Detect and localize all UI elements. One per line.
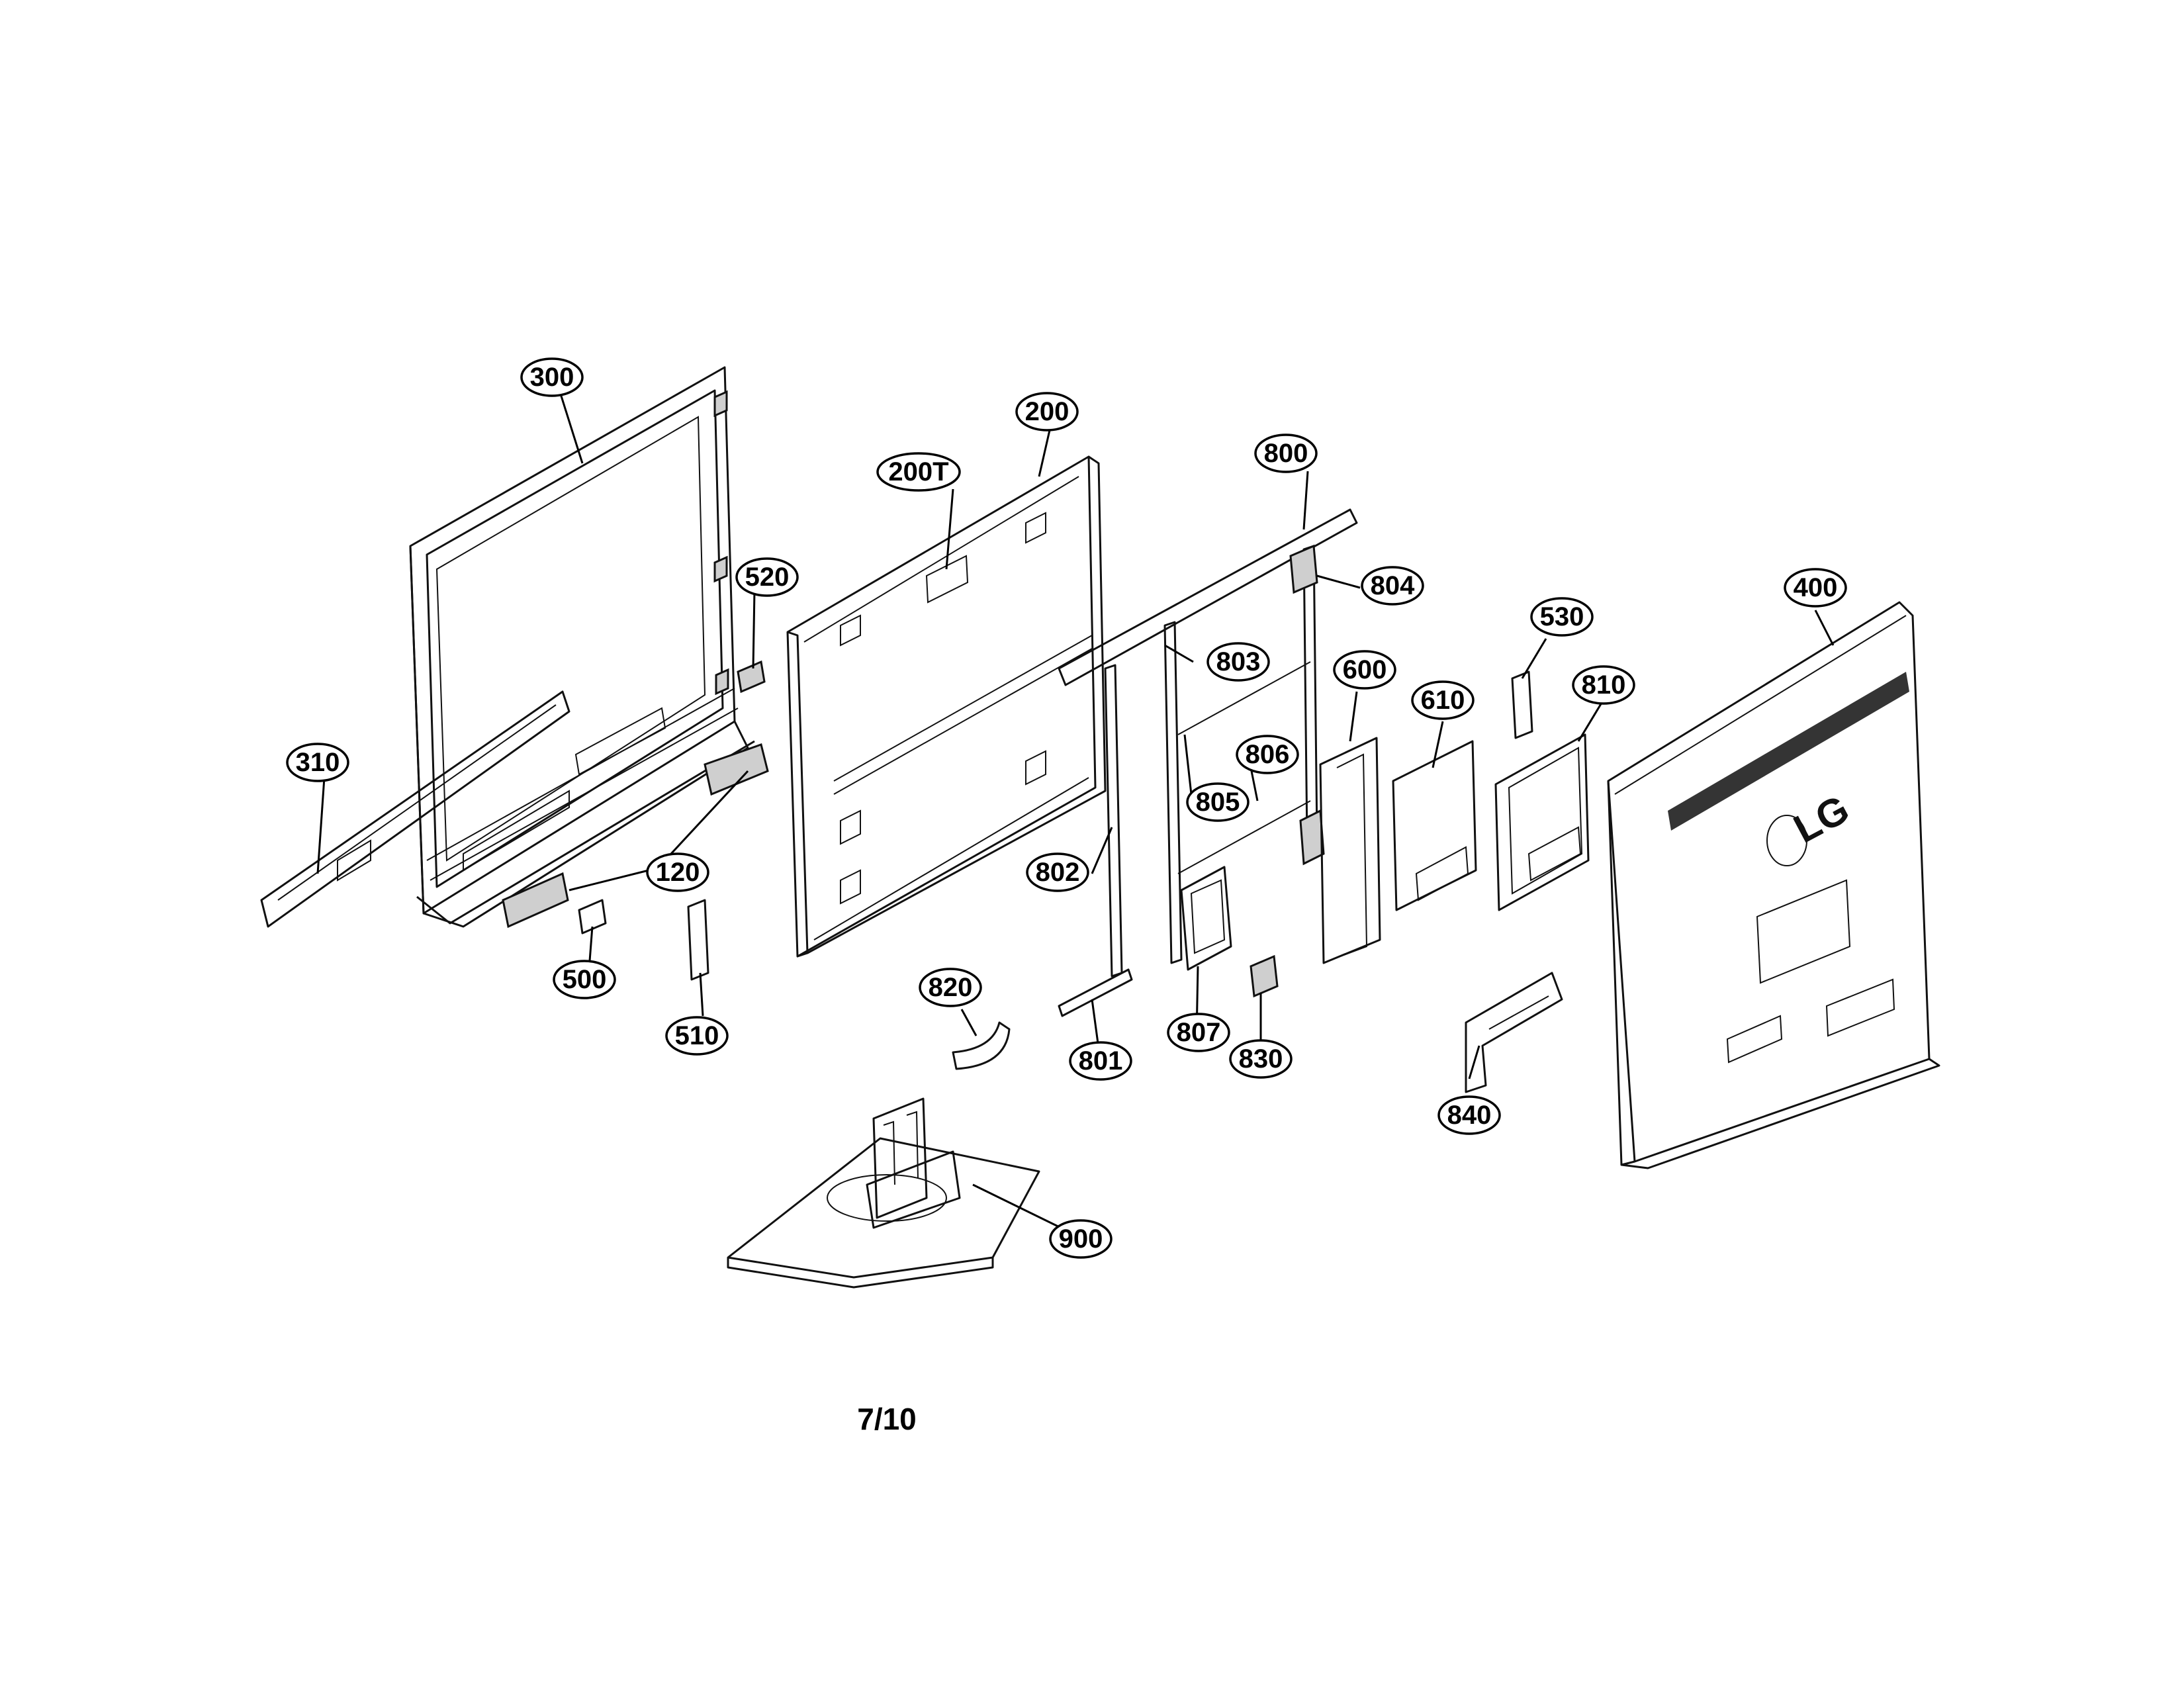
callout-200: 200 <box>1015 392 1079 432</box>
page-number: 7/10 <box>857 1402 917 1436</box>
callout-520: 520 <box>735 557 799 597</box>
lcd-panel-200 <box>786 455 1107 958</box>
callout-label: 120 <box>656 858 700 887</box>
callout-803: 803 <box>1206 642 1270 682</box>
callout-label: 810 <box>1582 670 1626 700</box>
callout-500: 500 <box>553 960 616 999</box>
callout-400: 400 <box>1784 568 1847 608</box>
callout-801: 801 <box>1069 1041 1132 1081</box>
brand-logo: LG <box>1787 786 1856 851</box>
callout-610: 610 <box>1411 680 1475 720</box>
parts-530-810 <box>1494 670 1590 911</box>
callout-label: 530 <box>1540 602 1584 631</box>
leader-lines <box>316 391 1835 1232</box>
callout-label: 803 <box>1216 647 1261 676</box>
callout-label: 200T <box>888 457 948 486</box>
callout-label: 805 <box>1196 788 1240 817</box>
frame-800 <box>1058 508 1358 1017</box>
stand-900 <box>727 1097 1040 1289</box>
small-parts <box>578 660 766 981</box>
callout-label: 300 <box>530 363 574 392</box>
callout-label: 200 <box>1025 397 1069 426</box>
callout-807: 807 <box>1167 1013 1230 1052</box>
callout-label: 800 <box>1264 439 1308 468</box>
callout-label: 510 <box>675 1021 719 1050</box>
callout-label: 900 <box>1059 1224 1103 1254</box>
boards-600-610 <box>1319 737 1477 964</box>
callout-label: 830 <box>1239 1044 1283 1074</box>
bracket-820 <box>952 1021 1011 1070</box>
callout-830: 830 <box>1229 1039 1293 1079</box>
callout-label: 806 <box>1246 740 1290 769</box>
callout-label: 400 <box>1794 573 1838 602</box>
callout-530: 530 <box>1530 597 1594 637</box>
callout-label: 804 <box>1371 571 1415 600</box>
callout-label: 500 <box>563 965 607 994</box>
callout-label: 600 <box>1343 655 1387 684</box>
callout-label: 820 <box>929 973 973 1002</box>
callout-label: 802 <box>1036 858 1080 887</box>
front-bezel-300 <box>409 366 755 928</box>
callout-600: 600 <box>1333 650 1396 690</box>
callout-label: 520 <box>745 563 790 592</box>
back-cover-400: LG <box>1607 601 1940 1169</box>
callout-802: 802 <box>1026 852 1089 892</box>
callout-label: 801 <box>1079 1046 1123 1075</box>
callout-label: 610 <box>1421 686 1465 715</box>
bottom-trim-310 <box>260 690 570 928</box>
callout-200T: 200T <box>876 452 961 492</box>
callout-label: 310 <box>296 748 340 777</box>
part-840 <box>1465 972 1563 1093</box>
callout-300: 300 <box>520 357 584 397</box>
callout-800: 800 <box>1254 434 1318 473</box>
speaker-parts-120 <box>502 743 769 929</box>
callout-310: 310 <box>286 743 349 782</box>
callout-label: 807 <box>1177 1018 1221 1047</box>
callout-805: 805 <box>1186 782 1250 822</box>
connector-830 <box>1250 954 1279 998</box>
callout-820: 820 <box>919 968 982 1007</box>
callout-120: 120 <box>646 852 709 892</box>
callout-804: 804 <box>1361 566 1424 606</box>
callout-806: 806 <box>1236 735 1299 774</box>
callout-900: 900 <box>1049 1219 1113 1259</box>
callout-810: 810 <box>1572 665 1635 705</box>
callout-label: 840 <box>1447 1101 1492 1130</box>
callout-840: 840 <box>1437 1095 1501 1135</box>
callout-510: 510 <box>665 1016 729 1056</box>
